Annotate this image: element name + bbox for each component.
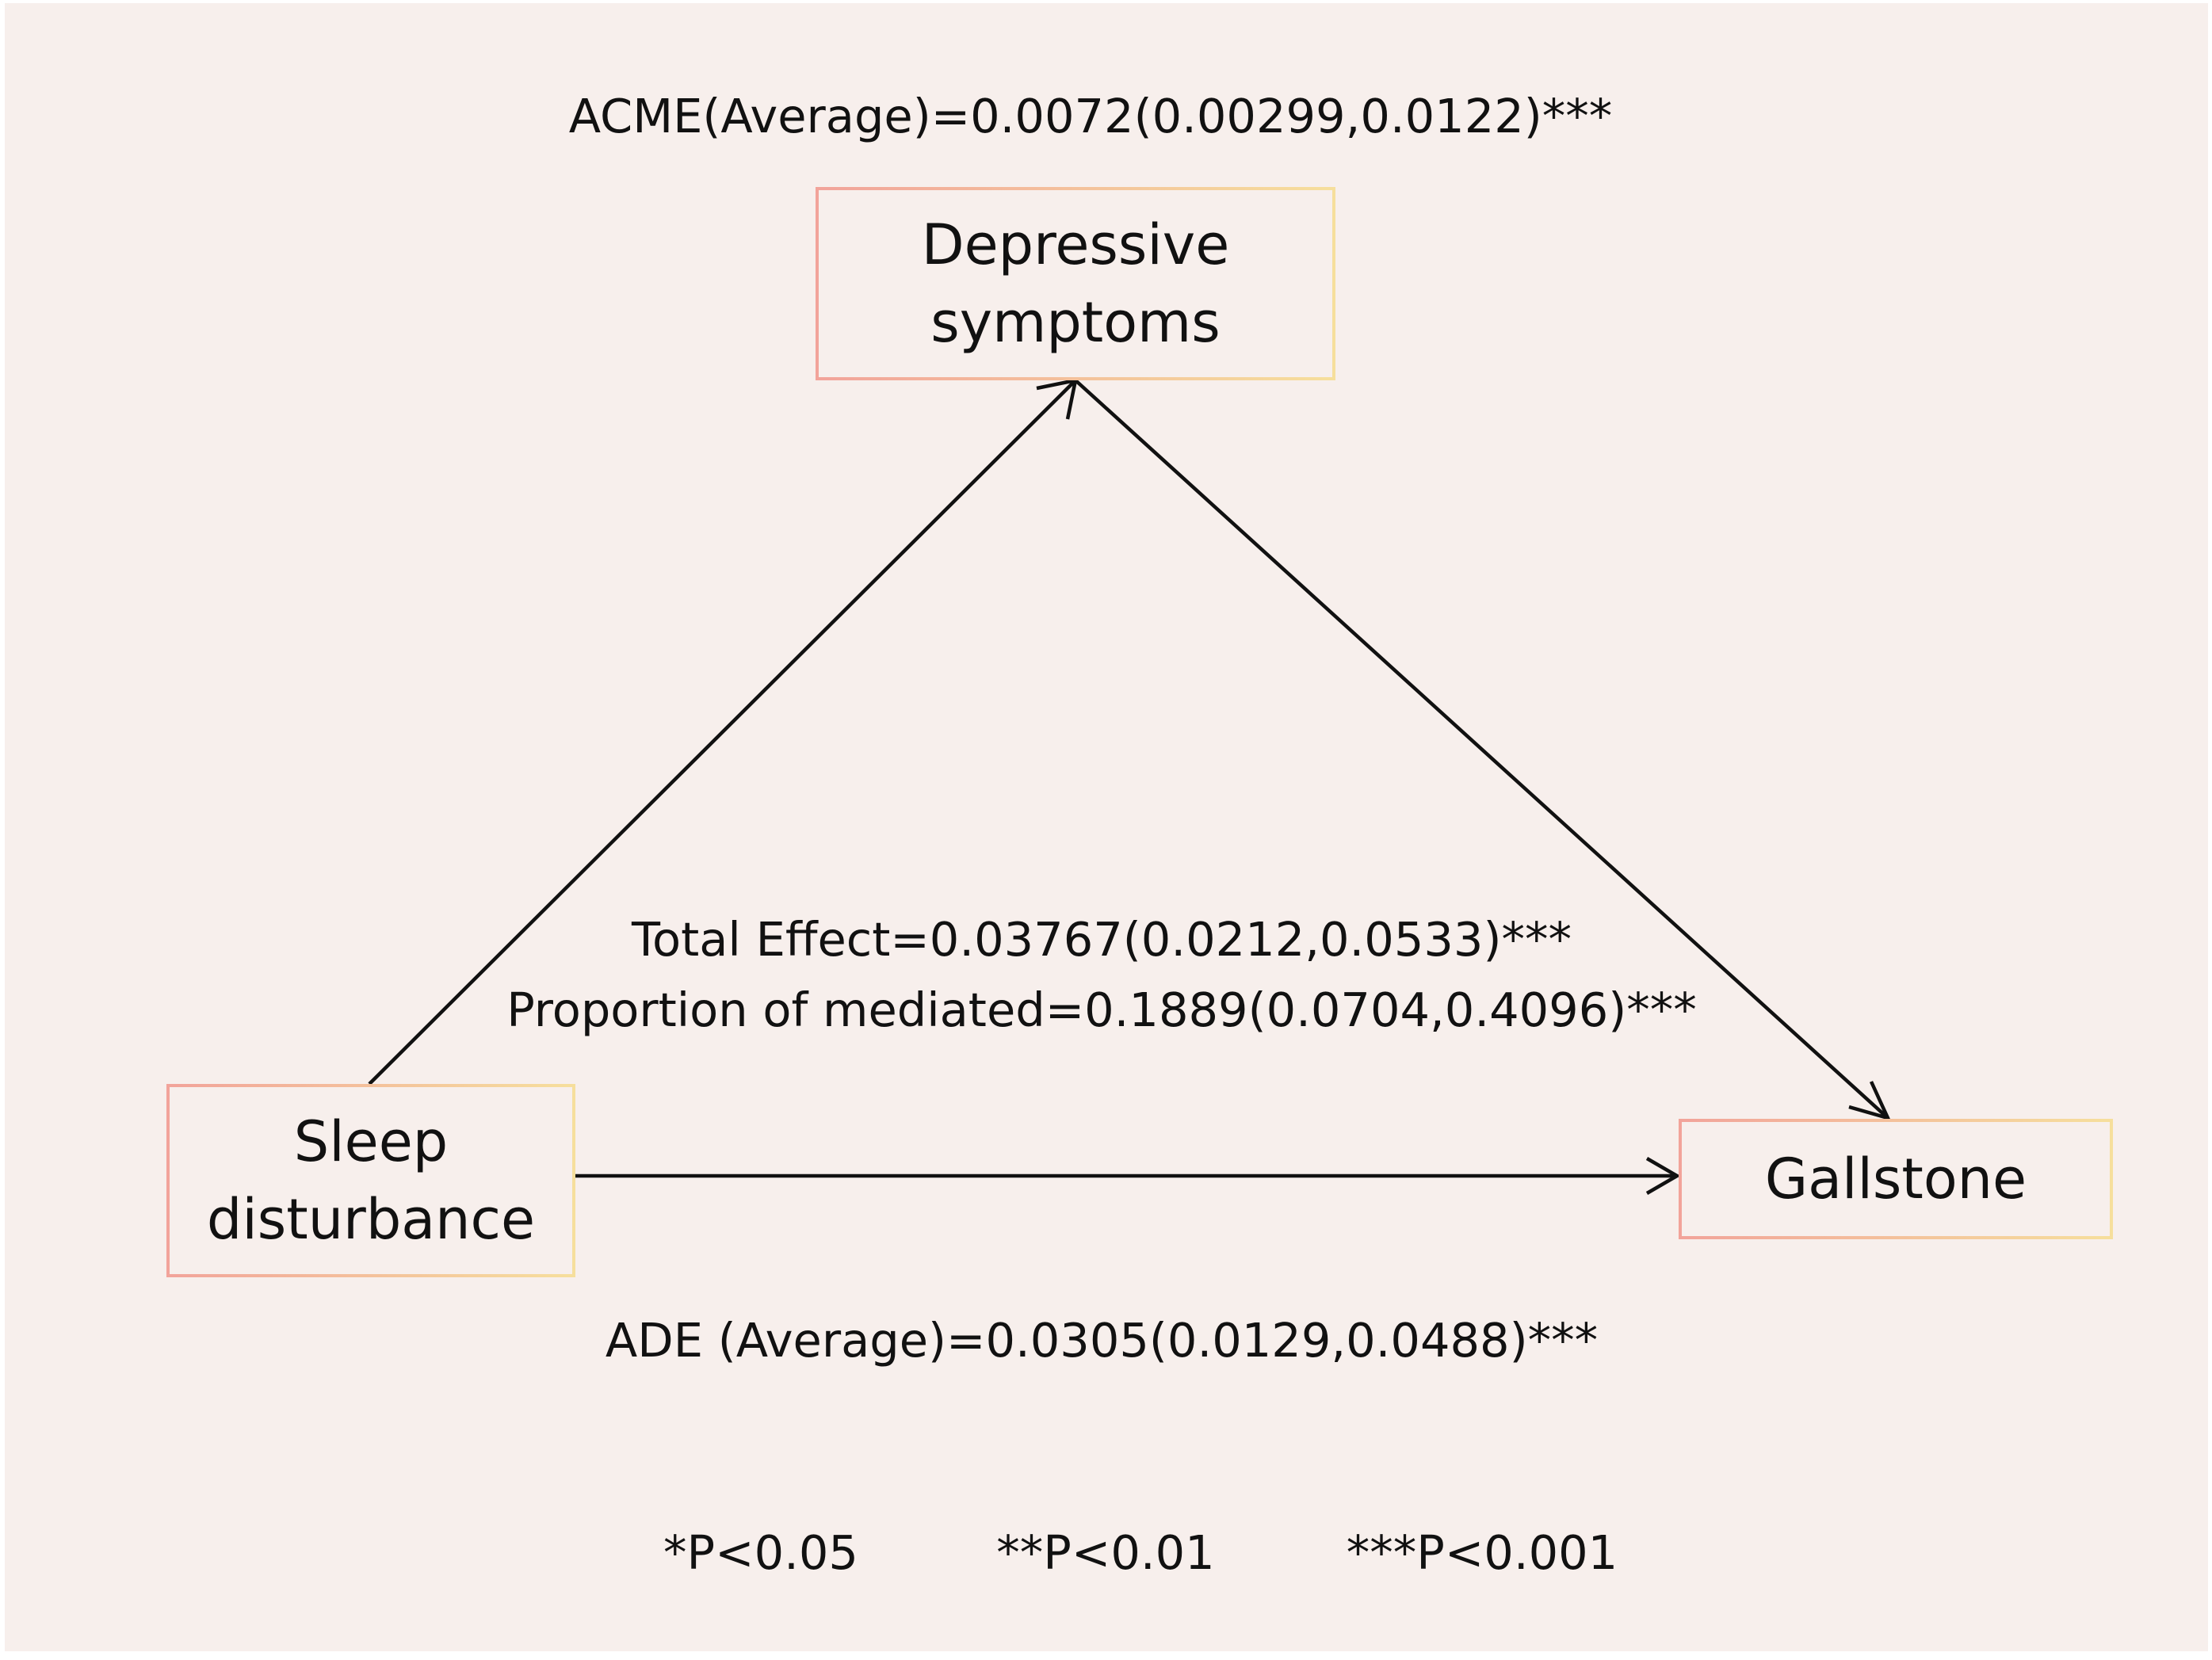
significance-level-2: **P<0.01 (996, 1525, 1215, 1580)
node-depressive-line1: Depressive (921, 212, 1230, 277)
arrow-depressive-to-gallstone-head (1848, 1081, 1892, 1121)
node-depressive-symptoms: Depressive symptoms (816, 187, 1335, 380)
arrows-layer (368, 378, 1892, 1195)
node-gallstone-label: Gallstone (1764, 1147, 2027, 1212)
node-gallstone: Gallstone (1679, 1119, 2113, 1239)
ade-label: ADE (Average)=0.0305(0.0129,0.0488)*** (605, 1313, 1599, 1368)
node-sleep-disturbance: Sleep disturbance (166, 1084, 575, 1277)
node-sleep-line2: disturbance (206, 1187, 536, 1252)
proportion-mediated-label: Proportion of mediated=0.1889(0.0704,0.4… (506, 983, 1697, 1037)
arrow-sleep-to-gallstone-head (1645, 1157, 1681, 1195)
node-depressive-line2: symptoms (930, 290, 1221, 355)
significance-level-1: *P<0.05 (663, 1525, 858, 1580)
arrow-depressive-to-gallstone (1074, 379, 1889, 1120)
acme-label: ACME(Average)=0.0072(0.00299,0.0122)*** (568, 89, 1613, 143)
mediation-diagram-canvas: ACME(Average)=0.0072(0.00299,0.0122)*** … (5, 3, 2208, 1651)
total-effect-label: Total Effect=0.03767(0.0212,0.0533)*** (632, 912, 1572, 967)
significance-level-3: ***P<0.001 (1346, 1525, 1618, 1580)
arrow-sleep-to-depressive (368, 379, 1077, 1086)
node-sleep-line1: Sleep (293, 1109, 449, 1174)
